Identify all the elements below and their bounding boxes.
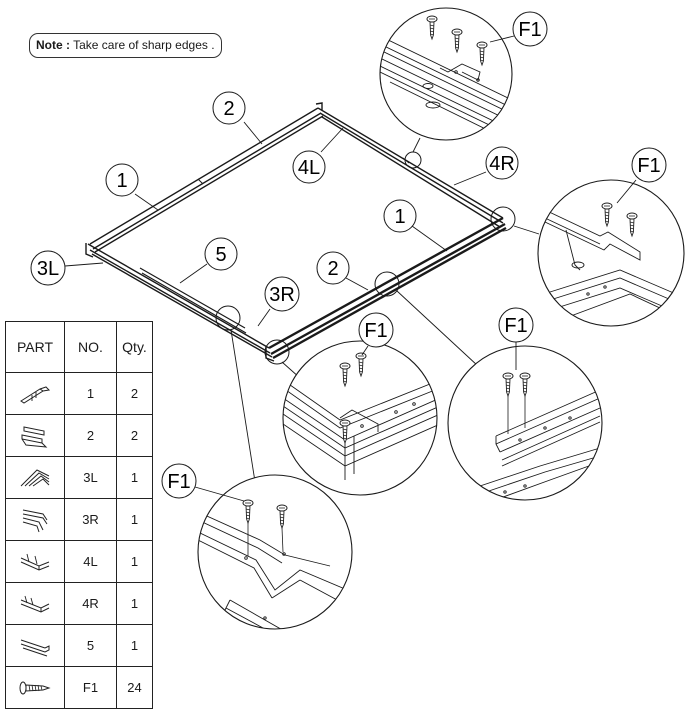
joint-markers [215, 151, 516, 365]
table-row: F1 24 [5, 666, 153, 709]
table-row: 1 2 [5, 372, 153, 415]
svg-text:3R: 3R [269, 284, 295, 306]
part-number: F1 [64, 666, 117, 709]
callout-5: 5 [179, 237, 238, 284]
double-rail-icon [21, 425, 48, 448]
svg-text:1: 1 [394, 206, 405, 228]
table-row: 4R 1 [5, 582, 153, 625]
parts-table-header: PART NO. Qty. [5, 321, 153, 373]
sharp-edges-note: Note : Take care of sharp edges . [29, 33, 222, 58]
part-quantity: 2 [116, 414, 153, 457]
part-image-cell [5, 666, 65, 709]
svg-text:3L: 3L [37, 258, 59, 280]
svg-text:4L: 4L [298, 157, 320, 179]
callout-F1-bottom: F1 [167, 471, 190, 493]
svg-text:1: 1 [116, 170, 127, 192]
table-row: 4L 1 [5, 540, 153, 583]
callout-2-bottom: 2 [316, 251, 369, 291]
ribbed-corner-left-icon [20, 468, 50, 486]
part-quantity: 1 [116, 498, 153, 541]
svg-text:2: 2 [223, 98, 234, 120]
rail-5 [139, 267, 247, 334]
callout-F1-right: F1 [637, 155, 660, 177]
detail-lower-right: F1 [447, 307, 603, 501]
part-quantity: 2 [116, 372, 153, 415]
detail-top: F1 [379, 7, 548, 141]
part-quantity: 1 [116, 456, 153, 499]
part-image-cell [5, 456, 65, 499]
rail-left-bottom [87, 243, 273, 358]
header-part: PART [5, 321, 65, 373]
table-row: 2 2 [5, 414, 153, 457]
callout-1-right: 1 [383, 199, 448, 252]
part-image-cell [5, 624, 65, 667]
part-quantity: 1 [116, 624, 153, 667]
part-image-cell [5, 372, 65, 415]
svg-text:5: 5 [215, 244, 226, 266]
callout-F1-top: F1 [518, 19, 541, 41]
part-number: 1 [64, 372, 117, 415]
part-image-cell [5, 414, 65, 457]
rail-2-bottom [268, 216, 507, 360]
parts-table: PART NO. Qty. 1 2 2 2 [5, 321, 153, 709]
callout-3L: 3L [30, 250, 104, 286]
callout-4R: 4R [453, 146, 519, 186]
detail-right: F1 [537, 147, 685, 327]
rail-2-top [89, 107, 324, 253]
svg-text:2: 2 [327, 258, 338, 280]
callout-1-left: 1 [105, 163, 159, 211]
callout-F1-lower-right: F1 [504, 315, 527, 337]
part-number: 5 [64, 624, 117, 667]
part-quantity: 1 [116, 582, 153, 625]
table-row: 3L 1 [5, 456, 153, 499]
table-row: 3R 1 [5, 498, 153, 541]
part-number: 2 [64, 414, 117, 457]
angled-rail-right-icon [20, 595, 50, 613]
leader-lines [230, 137, 540, 489]
callout-2-top: 2 [212, 91, 263, 145]
header-qty: Qty. [116, 321, 153, 373]
part-image-cell [5, 498, 65, 541]
header-no: NO. [64, 321, 117, 373]
screw-icon [19, 681, 51, 694]
channel-rail-icon [20, 639, 50, 656]
part-quantity: 24 [116, 666, 153, 709]
note-label: Note : [36, 38, 70, 52]
callout-3R: 3R [257, 276, 300, 327]
note-text: Take care of sharp edges . [73, 38, 215, 52]
svg-text:4R: 4R [489, 153, 515, 175]
ribbed-corner-right-icon [22, 509, 48, 532]
callout-F1-center: F1 [364, 320, 387, 342]
bracket-rail-icon [20, 385, 51, 404]
part-quantity: 1 [116, 540, 153, 583]
part-number: 3L [64, 456, 117, 499]
part-number: 3R [64, 498, 117, 541]
part-number: 4L [64, 540, 117, 583]
part-image-cell [5, 582, 65, 625]
angled-rail-left-icon [20, 553, 50, 571]
detail-bottom: F1 [161, 463, 353, 630]
part-image-cell [5, 540, 65, 583]
callouts: 2 4L 4R 1 1 3L 5 [30, 91, 519, 327]
table-row: 5 1 [5, 624, 153, 667]
detail-center: F1 [282, 312, 438, 496]
callout-4L: 4L [292, 127, 344, 184]
part-number: 4R [64, 582, 117, 625]
